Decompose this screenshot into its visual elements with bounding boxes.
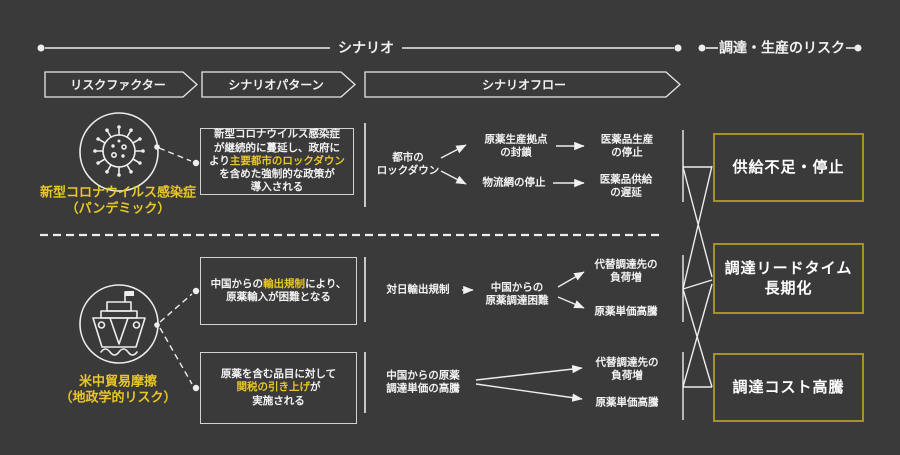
pattern-box-pandemic: 新型コロナウイルス感染症 が継続的に蔓延し、政府に より主要都市のロックダウン … [200, 128, 354, 195]
column-header-risk-factor: リスクファクター [70, 77, 166, 92]
pattern-tariff-line3: 実施される [252, 394, 305, 407]
flow-lines-tariff [364, 352, 583, 413]
factor-label-trade-line2: （地政学的リスク） [59, 389, 177, 404]
column-header-scenario-flow: シナリオフロー [481, 77, 567, 92]
chevron-risk-factor [44, 71, 198, 98]
dashed-connector-pandemic [154, 144, 200, 167]
flow-lines-export [364, 257, 585, 322]
chevron-scenario-flow [364, 71, 681, 98]
pattern-pandemic-line3: より主要都市のロックダウン [209, 154, 345, 167]
pattern-pandemic-line4: を含めた強制的な政策が [219, 168, 335, 181]
factor-label-pandemic: 新型コロナウイルス感染症 （パンデミック） [40, 184, 196, 215]
flow-node-api-procurement-difficulty: 中国からの原薬調達困難 [485, 281, 549, 306]
flow-node-api-price-rise-1: 原薬単価高騰 [594, 305, 658, 318]
flow-lines-pandemic [364, 123, 585, 207]
risk-connector-lines [682, 130, 713, 420]
column-header-chevrons [44, 71, 681, 98]
risk-box-supply-shortage-label: 供給不足・停止 [732, 158, 845, 176]
procurement-risk-axis-line [698, 44, 862, 52]
flow-node-drug-production-stop: 医薬品生産の停止 [600, 133, 654, 158]
flow-node-api-price-rise-2: 原薬単価高騰 [595, 396, 659, 409]
procurement-risk-label: 調達・生産のリスク [719, 39, 845, 56]
flow-node-api-unit-price-rise: 中国からの原薬調達単価の高騰 [386, 369, 460, 394]
flow-node-city-lockdown: 都市のロックダウン [376, 151, 440, 176]
factor-label-trade: 米中貿易摩擦 （地政学的リスク） [59, 373, 176, 404]
risk-box-lead-time: 調達リードタイム 長期化 [713, 243, 864, 314]
flow-node-api-site-blockade: 原薬生産拠点の封鎖 [484, 133, 548, 158]
pattern-box-export-regulation: 中国からの輸出規制により、 原薬輸入が困難となる [200, 257, 357, 325]
flow-node-logistics-stop: 物流網の停止 [482, 176, 546, 189]
risk-box-lead-time-line1: 調達リードタイム [724, 260, 853, 277]
pattern-pandemic-line2: が継続的に蔓延し、政府に [214, 141, 340, 154]
scenario-axis-line [37, 44, 682, 52]
pattern-export-line2: 原薬輸入が困難となる [226, 291, 331, 303]
chevron-scenario-pattern [201, 71, 356, 98]
flow-node-export-regulation-japan: 対日輸出規制 [386, 283, 450, 296]
pattern-box-tariff: 原薬を含む品目に対して 関税の引き上げが 実施される [200, 352, 357, 424]
pattern-tariff-line2: 関税の引き上げが [236, 381, 321, 394]
pattern-export-line1: 中国からの輸出規制により、 [210, 277, 347, 290]
pattern-tariff-line1: 原薬を含む品目に対して [220, 368, 337, 381]
ship-icon [79, 284, 159, 364]
pattern-pandemic-line5: 導入される [250, 181, 304, 194]
column-header-scenario-pattern: シナリオパターン [228, 77, 324, 92]
factor-label-pandemic-line1: 新型コロナウイルス感染症 [39, 184, 197, 200]
flow-node-alt-supplier-load-2: 代替調達先の負荷増 [595, 356, 659, 381]
factor-label-pandemic-line2: （パンデミック） [65, 200, 171, 215]
factor-label-trade-line1: 米中貿易摩擦 [78, 373, 158, 389]
flow-node-drug-supply-delay: 医薬品供給の遅延 [599, 173, 653, 198]
scenario-axis-label: シナリオ [338, 39, 394, 56]
risk-box-cost-increase: 調達コスト高騰 [713, 353, 864, 422]
risk-box-supply-shortage: 供給不足・停止 [713, 133, 864, 202]
flow-node-alt-supplier-load-1: 代替調達先の負荷増 [594, 258, 658, 283]
pattern-pandemic-line1: 新型コロナウイルス感染症 [214, 128, 340, 141]
virus-icon [79, 112, 159, 192]
dashed-connector-trade [154, 287, 200, 392]
risk-box-cost-increase-label: 調達コスト高騰 [732, 378, 845, 396]
risk-box-lead-time-line2: 長期化 [764, 279, 813, 297]
